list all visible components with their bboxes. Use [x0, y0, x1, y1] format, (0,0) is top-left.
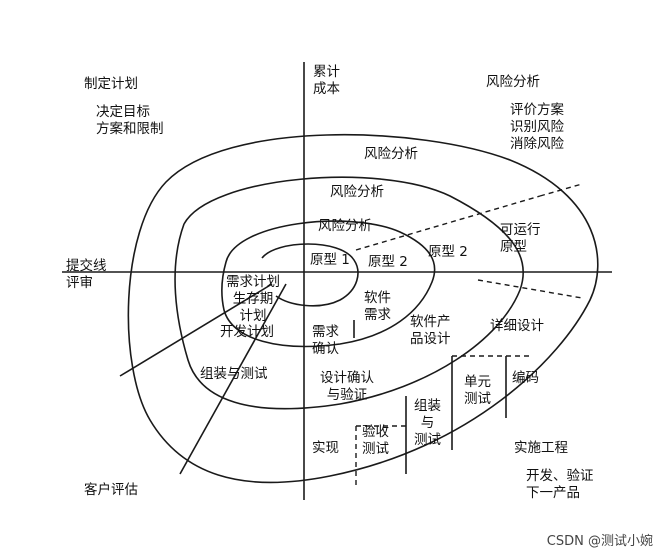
- quadrant-engineering-title: 实施工程: [514, 440, 568, 456]
- spiral-third-ring: [174, 176, 524, 410]
- design-validation-label: 设计确认 与验证: [320, 370, 374, 403]
- quadrant-engineering-items: 开发、验证 下一产品: [526, 468, 594, 501]
- unit-test-label: 单元 测试: [464, 374, 491, 407]
- quadrant-customer-eval-title: 客户评估: [84, 482, 138, 498]
- axis-label-commit-review: 提交线 评审: [66, 258, 107, 291]
- spiral-outer-ring: [127, 133, 599, 484]
- dashed-prototype-line: [355, 195, 541, 251]
- coding-label: 编码: [512, 370, 539, 386]
- quadrant-risk-title: 风险分析: [486, 74, 540, 90]
- product-design-label: 软件产 品设计: [410, 314, 451, 347]
- dashed-design-line: [477, 279, 583, 299]
- customer-eval-pointer-2: [179, 283, 287, 475]
- axis-label-cumulative-cost: 累计 成本: [313, 64, 340, 97]
- assembly-test-plan-label: 组装与测试: [200, 366, 268, 382]
- development-plan-label: 开发计划: [220, 324, 274, 340]
- spiral-second-ring: [221, 220, 436, 348]
- quadrant-plan-items: 决定目标 方案和限制: [96, 104, 164, 137]
- prototype-3-label: 原型 2: [428, 244, 468, 260]
- prototype-2-label: 原型 2: [368, 254, 408, 270]
- requirements-plan-label: 需求计划 生存期 计划: [226, 274, 280, 324]
- spiral-inner-ring: [261, 243, 359, 307]
- quadrant-plan-title: 制定计划: [84, 76, 138, 92]
- dashed-outer-tip: [539, 183, 583, 197]
- quadrant-risk-items: 评价方案 识别风险 消除风险: [510, 102, 564, 152]
- requirements-validation-label: 需求 确认: [312, 324, 339, 357]
- implementation-label: 实现: [312, 440, 339, 456]
- prototype-1-label: 原型 1: [310, 252, 350, 268]
- customer-eval-pointer-1: [119, 283, 273, 377]
- risk-label-middle: 风险分析: [330, 184, 384, 200]
- software-requirements-label: 软件 需求: [364, 290, 391, 323]
- watermark: CSDN @测试小婉: [546, 534, 653, 549]
- integration-test-label: 组装 与 测试: [414, 398, 441, 448]
- detailed-design-label: 详细设计: [490, 318, 544, 334]
- risk-label-inner: 风险分析: [318, 218, 372, 234]
- operational-prototype-label: 可运行 原型: [500, 222, 541, 255]
- acceptance-test-label: 验收 测试: [362, 424, 389, 457]
- risk-label-outer: 风险分析: [364, 146, 418, 162]
